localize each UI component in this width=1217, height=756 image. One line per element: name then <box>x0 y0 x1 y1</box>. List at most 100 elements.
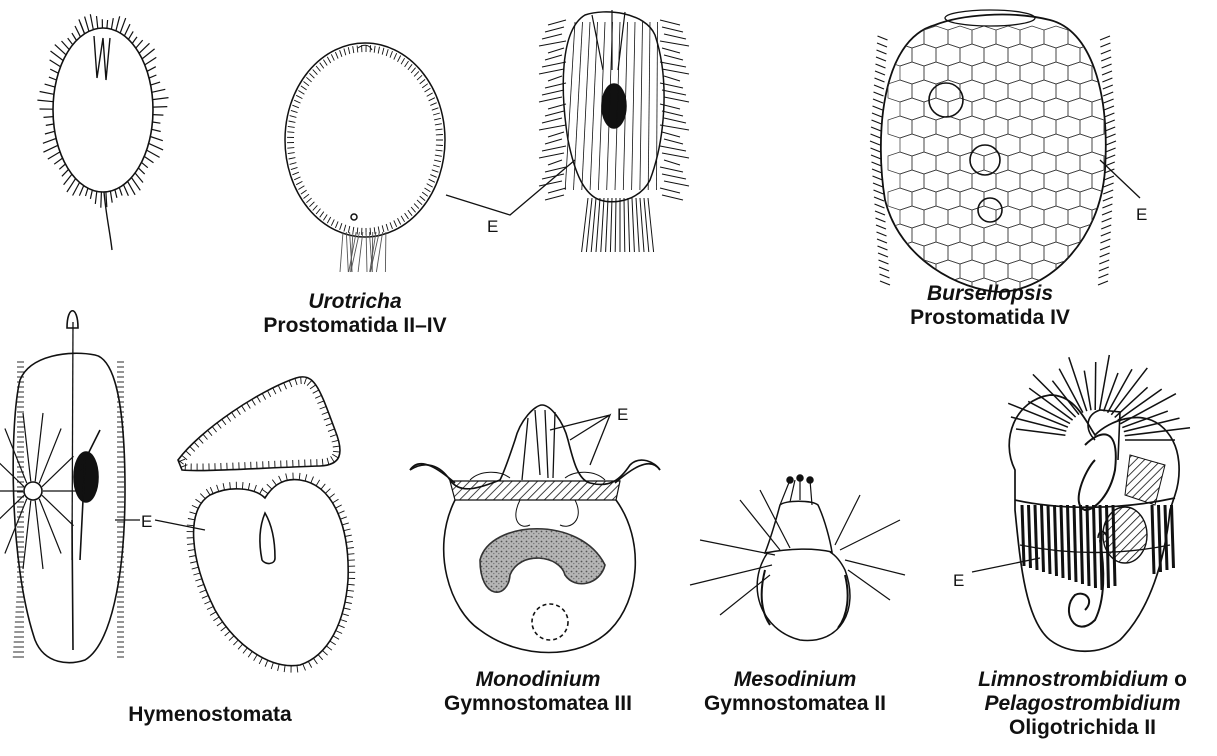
ciliary-tick <box>190 446 195 451</box>
cortex-cell <box>984 260 1008 282</box>
ciliary-tick <box>401 216 405 222</box>
cortex-cell <box>912 116 936 138</box>
ciliary-tick <box>357 46 358 53</box>
cortex-cell <box>888 152 912 174</box>
ciliary-tick <box>353 46 354 53</box>
ciliary-tick <box>179 459 186 462</box>
ciliary-tick <box>204 601 210 604</box>
cilium <box>662 132 680 137</box>
mesodinium-cirri <box>690 490 905 615</box>
cortex-cell <box>1032 116 1056 138</box>
cilium <box>876 57 886 61</box>
ciliary-tick <box>304 82 310 86</box>
caudal-cilium <box>366 232 367 272</box>
cilium <box>72 33 77 40</box>
ciliary-tick <box>342 523 349 525</box>
cilium <box>107 20 108 28</box>
contractile-ray <box>23 413 31 481</box>
ciliary-tick <box>427 184 433 188</box>
ciliary-tick <box>193 573 200 575</box>
cilium <box>662 174 686 179</box>
ciliary-tick <box>308 661 311 667</box>
ciliary-tick <box>225 631 230 636</box>
cortex-cell <box>948 206 972 228</box>
cilium <box>147 150 160 157</box>
cilium <box>1106 134 1116 138</box>
cortex-cell <box>984 80 1008 102</box>
cilium <box>79 19 85 33</box>
ciliary-tick <box>436 129 443 130</box>
cilium <box>662 153 689 158</box>
cirrus <box>690 565 772 585</box>
ciliary-tick <box>374 227 375 234</box>
ciliary-tick <box>370 45 371 52</box>
ciliary-tick <box>331 219 334 225</box>
ciliary-tick <box>323 60 327 66</box>
ciliary-tick <box>265 660 268 667</box>
ciliary-tick <box>313 205 318 210</box>
oligotrichida-label: Limnostrombidium o Pelagostrombidium Oli… <box>950 668 1215 740</box>
ciliary-tick <box>323 215 327 221</box>
ciliary-tick <box>338 511 344 514</box>
ciliary-tick <box>357 228 358 235</box>
caudal-cilium <box>606 198 608 252</box>
girdle-stripe <box>1022 505 1024 566</box>
ciliary-tick <box>427 93 433 97</box>
cilium <box>542 62 566 67</box>
ciliary-tick <box>186 451 191 456</box>
ciliary-tick <box>382 225 384 232</box>
urotricha-striated-cilia <box>539 20 689 252</box>
cortex-cell <box>960 224 984 246</box>
cilium <box>870 141 880 145</box>
girdle-stripe <box>1100 505 1102 590</box>
cilium <box>1104 99 1114 103</box>
contractile-ray <box>39 499 61 554</box>
cortex-cell <box>900 170 924 192</box>
cilium <box>120 18 126 33</box>
cilium <box>116 16 120 31</box>
cilium <box>545 111 564 116</box>
cilium <box>539 153 564 158</box>
mesodinium-label: Mesodinium Gymnostomatea II <box>670 668 920 716</box>
caudal-cilium <box>376 232 382 272</box>
cilium <box>119 188 122 196</box>
ciliary-tick <box>305 474 307 481</box>
cortex-cell <box>1056 224 1080 246</box>
cilium <box>548 48 564 53</box>
ciliary-tick <box>311 477 314 483</box>
cilium <box>664 118 686 123</box>
cortex-cell <box>936 44 960 66</box>
cilium <box>872 162 882 166</box>
cilium <box>46 124 54 125</box>
cortex-cell <box>1116 62 1140 84</box>
membranelle <box>1095 362 1096 410</box>
girdle-stripe <box>1081 505 1083 584</box>
ciliary-tick <box>336 631 342 634</box>
cortex-cell <box>1104 224 1128 246</box>
cilium <box>153 115 164 116</box>
cilium <box>878 246 888 250</box>
ciliary-tick <box>221 627 227 631</box>
cilium <box>37 100 53 102</box>
cilium <box>48 152 60 159</box>
ciliary-tick <box>279 476 282 482</box>
cilium <box>664 139 683 144</box>
girdle-stripe <box>1113 505 1115 586</box>
cilium <box>67 179 76 192</box>
cilium <box>115 190 117 198</box>
ciliary-tick <box>434 118 441 120</box>
cilium <box>871 127 881 131</box>
cilium <box>135 173 143 183</box>
ciliary-tick <box>338 625 345 628</box>
cilium <box>40 92 54 95</box>
cilium <box>1100 43 1110 47</box>
cilium <box>664 97 689 102</box>
cilium <box>871 155 881 159</box>
cilium <box>664 34 686 39</box>
cilium <box>876 225 886 229</box>
ciliary-tick <box>232 412 236 418</box>
genus-name-b: Pelagostrombidium <box>950 692 1215 716</box>
taxon-group: Gymnostomatea II <box>670 692 920 716</box>
ciliary-tick <box>271 662 273 669</box>
ciliary-tick <box>248 483 249 490</box>
